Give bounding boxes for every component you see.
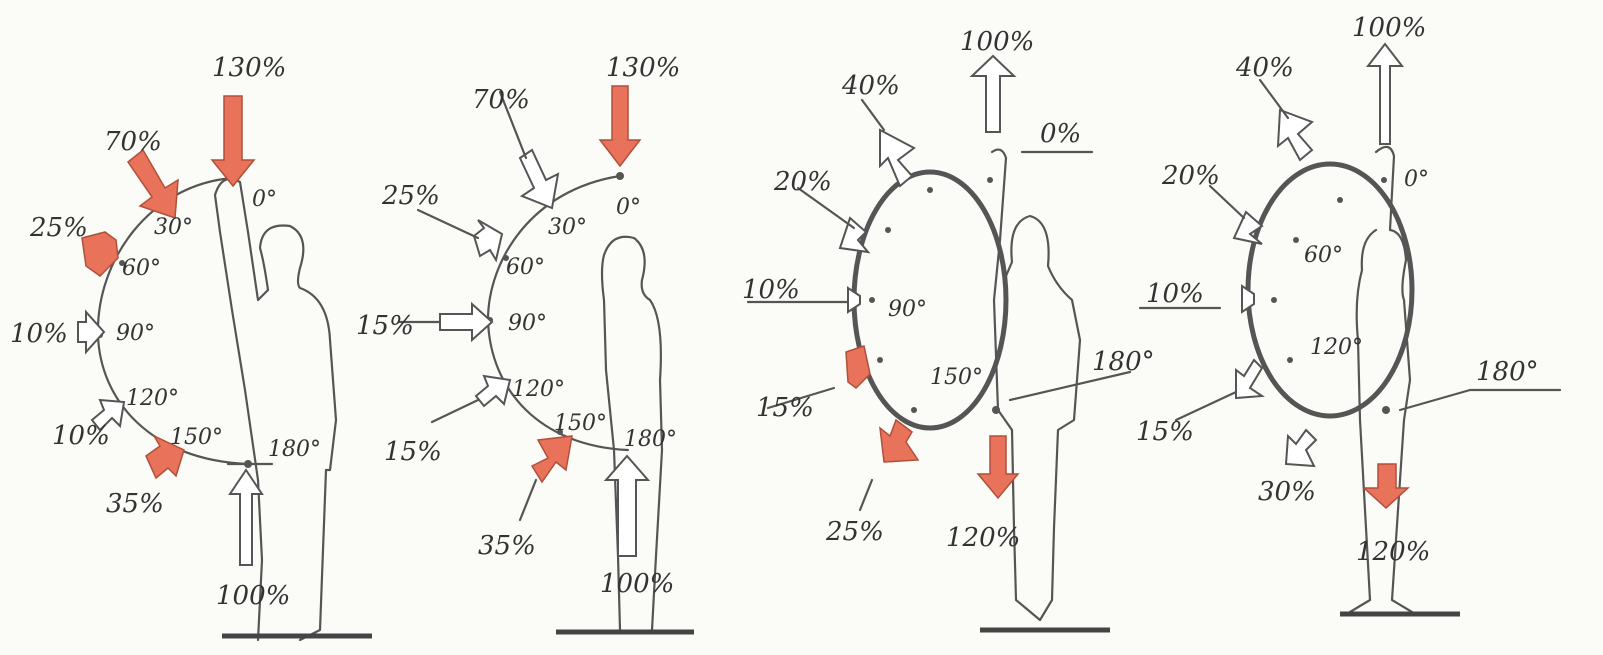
label-10: 10% [1146,279,1204,309]
leader-line [1400,390,1470,410]
hollow-arrow-up-icon [606,456,648,556]
hollow-arrow-upleft-icon [880,130,914,186]
label-25: 25% [29,213,88,243]
label-130: 130% [606,53,680,83]
angle-180: 180° [624,427,677,452]
angle-90: 90° [508,311,547,336]
label-15: 15% [756,393,814,423]
label-20: 20% [1161,161,1220,191]
hollow-arrow-up-icon [1368,44,1402,144]
label-0: 0% [1040,119,1081,149]
label-20: 20% [773,167,832,197]
hollow-arrow-downleft2-icon [1286,430,1316,466]
motion-circle [1248,164,1412,416]
hollow-arrow-left-small-icon [1242,286,1254,312]
hollow-arrow-downleft-icon [1236,360,1262,398]
red-arrow-upright-icon [532,436,572,482]
angle-180: 180° [1476,357,1539,387]
hollow-arrow-right-icon [440,304,492,340]
label-100: 100% [600,569,674,599]
hollow-arrow-left-small-icon [848,288,860,312]
angle-0: 0° [252,187,277,212]
angle-0: 0° [616,195,641,220]
leader-line [860,480,872,510]
panel-3: 100% 0% 40% 20% 10% 15% 25% 120% 90° 150… [742,27,1155,630]
angle-60: 60° [1304,243,1343,268]
angle-60: 60° [506,255,545,280]
label-130: 130% [212,53,286,83]
angle-30: 30° [548,215,587,240]
panel-2: 130% 70% 25% 15% 15% 35% 100% 0° 30° 60°… [356,53,694,632]
label-15b: 15% [384,437,442,467]
arc-dots [1271,177,1390,414]
label-40: 40% [1235,53,1294,83]
label-10: 10% [742,275,800,305]
label-10a: 10% [10,319,68,349]
red-arrow-left-icon [846,346,870,388]
leader-line [432,400,478,422]
angle-120: 120° [1310,335,1363,360]
label-100: 100% [216,581,290,611]
label-15: 15% [1136,417,1194,447]
label-100: 100% [1352,13,1426,43]
hollow-arrow-downright-icon [474,220,502,260]
label-70: 70% [472,85,530,115]
label-70: 70% [104,127,162,157]
hollow-arrow-upleft-icon [1278,110,1312,160]
label-25: 25% [381,181,440,211]
leader-line [862,100,884,130]
label-25: 25% [825,517,884,547]
label-35: 35% [106,489,164,519]
angle-180: 180° [268,437,321,462]
angle-120: 120° [126,386,179,411]
label-10b: 10% [52,421,110,451]
leader-line [1260,80,1288,118]
red-arrow-diag-icon [128,150,178,218]
leader-line [418,210,478,238]
angle-60: 60° [122,256,161,281]
angle-90: 90° [888,297,927,322]
angle-150: 150° [554,411,607,436]
red-arrow-down-icon [600,86,640,166]
leader-line [520,480,536,520]
label-30: 30% [1258,477,1316,507]
angle-0: 0° [1404,167,1429,192]
angle-90: 90° [116,321,155,346]
panel-1: 130% 70% 25% 10% 10% 35% 100% 0° 30° 60°… [10,53,372,640]
label-100: 100% [960,27,1034,57]
hollow-arrow-left-icon [840,218,868,252]
angle-150: 150° [930,365,983,390]
angle-180: 180° [1092,347,1155,377]
panel-4: 100% 40% 20% 10% 15% 30% 120% 0° 60° 120… [1136,13,1560,614]
hollow-arrow-upright-icon [476,376,510,406]
angle-150: 150° [170,425,223,450]
label-15a: 15% [356,311,414,341]
hollow-arrow-up-icon [972,56,1014,132]
label-120: 120% [1356,537,1430,567]
leader-line [1176,392,1236,420]
red-arrow-down-icon [212,96,254,186]
hollow-arrow-right-icon [78,312,104,352]
hollow-arrow-left-icon [1234,212,1262,244]
label-40: 40% [841,71,900,101]
label-120: 120% [946,523,1020,553]
label-35: 35% [478,531,536,561]
angle-120: 120° [512,377,565,402]
person-figure [215,179,336,640]
angle-30: 30° [154,215,193,240]
